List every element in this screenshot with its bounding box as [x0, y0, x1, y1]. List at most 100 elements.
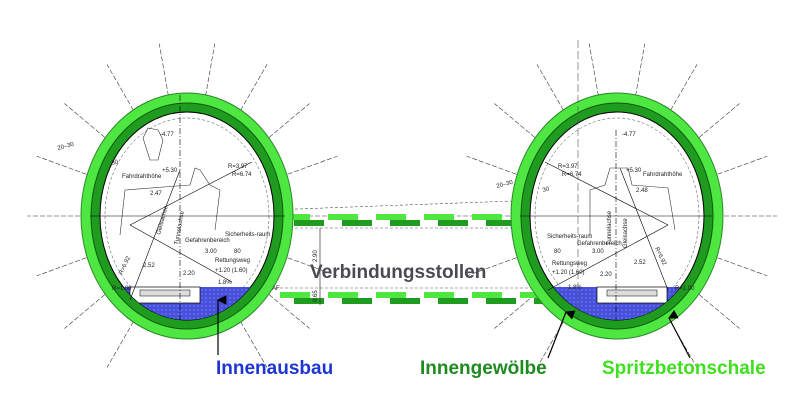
- anchor-line: [236, 64, 268, 117]
- tunnelachse-label: Tunnelachse: [174, 210, 186, 245]
- radius-100-right: R=1.00: [675, 286, 695, 292]
- gallery-lining-segment: [294, 220, 324, 226]
- gallery-lining-segment: [328, 292, 358, 298]
- anchor-line: [634, 43, 646, 103]
- anchor-line: [204, 43, 216, 103]
- dim-220-right: 2.20: [600, 272, 612, 278]
- gallery-lining-segment: [328, 214, 358, 220]
- anchor-line: [693, 289, 740, 329]
- anchor-line: [280, 255, 338, 277]
- gallery-lining-segment: [376, 214, 406, 220]
- sicherheitsraum-label-right: Sicherheits-raum: [547, 234, 592, 240]
- thickness-inner: 30: [111, 159, 120, 167]
- anchor-line: [263, 103, 310, 143]
- dim-80: 80: [234, 249, 241, 255]
- gallery-lining-segment: [520, 292, 550, 298]
- radius-674-right: R=6.74: [562, 172, 582, 178]
- gallery-lining-segment: [390, 298, 420, 304]
- gefahrenbereich-label-right: Gefahrenbereich: [577, 241, 622, 247]
- anchor-lines: [27, 43, 777, 368]
- stollen-base-dim: 0.65: [313, 290, 319, 302]
- anchor-line: [236, 315, 268, 368]
- anchor-line: [588, 43, 600, 103]
- dim-247: 2.47: [150, 191, 162, 197]
- gallery-lining-segment: [424, 292, 454, 298]
- anchor-line: [158, 43, 170, 103]
- gleisachse-label-right: Gleisachse: [623, 218, 629, 248]
- gallery-lining-segment: [390, 220, 420, 226]
- gallery-lining-segment: [486, 220, 516, 226]
- gallery-lining-segment: [472, 292, 502, 298]
- dim-300: 3.00: [205, 249, 217, 255]
- radius-397-right: R=3.97: [558, 164, 578, 170]
- slope-label-right: 1.8%: [568, 285, 582, 291]
- anchor-line: [64, 289, 111, 329]
- anchor-line: [106, 315, 138, 368]
- left-tunnel: -4.77 +5.30 Fahrdrahthöhe 2.47 R=3.97 R=…: [57, 92, 294, 340]
- fahrdraht-label-right: Fahrdrahthöhe: [643, 172, 683, 178]
- gefahrenbereich-label: Gefahrenbereich: [185, 238, 230, 244]
- radius-100: R=1.00: [112, 286, 132, 292]
- tunnelachse-label-right: Tunnelachse: [607, 210, 613, 245]
- thickness-outer-right: 20–30: [496, 180, 514, 190]
- level-fd: +5.30: [162, 168, 178, 174]
- anchor-line: [494, 103, 541, 143]
- anchor-line: [466, 155, 524, 177]
- gallery-lining-segment: [438, 298, 468, 304]
- sicherheitsraum-label: Sicherheits-raum: [225, 232, 270, 238]
- right-tunnel: -4.77 +5.30 Fahrdrahthöhe 2.48 R=3.97 R=…: [496, 40, 724, 340]
- anchor-line: [36, 155, 94, 177]
- gallery-lining-segment: [342, 298, 372, 304]
- fahrdraht-label: Fahrdrahthöhe: [122, 174, 162, 180]
- anchor-line: [280, 155, 338, 177]
- level-fd-right: +5.30: [626, 168, 642, 174]
- leader-arrows: [216, 295, 691, 359]
- thickness-inner-right: 30: [542, 186, 551, 194]
- rettungsweg-label-right: Rettungsweg: [552, 261, 587, 267]
- dim-252: 2.52: [143, 263, 155, 269]
- gallery-lining-segment: [342, 220, 372, 226]
- anchor-line: [710, 255, 768, 277]
- anchor-line: [710, 155, 768, 177]
- gallery-lining-segment: [280, 292, 310, 298]
- af-label: AF: [272, 286, 280, 292]
- gallery-lining-segment: [424, 214, 454, 220]
- innengewoelbe-arrow: [547, 310, 576, 359]
- gallery-lining-segment: [486, 298, 516, 304]
- legend-spritzbetonschale: Spritzbetonschale: [602, 358, 766, 379]
- gallery-lining-segment: [438, 220, 468, 226]
- legend-innengewoelbe: Innengewölbe: [420, 358, 547, 379]
- dim-300-right: 3.00: [592, 249, 604, 255]
- level-top: -4.77: [160, 132, 174, 138]
- dim-248: 2.48: [636, 188, 648, 194]
- anchor-line: [263, 289, 310, 329]
- dim-252-right: 2.52: [634, 260, 646, 266]
- rettungsweg-label: Rettungsweg: [215, 258, 250, 264]
- dim-220: 2.20: [183, 271, 195, 277]
- rettungsweg-height: +1.20 (1.60): [215, 268, 248, 274]
- level-top-right: -4.77: [622, 132, 636, 138]
- gallery-lining-segment: [472, 214, 502, 220]
- verbindungsstollen-label: Verbindungsstollen: [310, 262, 487, 283]
- anchor-line: [666, 64, 698, 117]
- dim-80-right: 80: [554, 249, 561, 255]
- gallery-lining-segment: [294, 298, 324, 304]
- anchor-line: [536, 64, 568, 117]
- radius-397: R=3.97: [228, 164, 248, 170]
- anchor-line: [106, 64, 138, 117]
- anchor-line: [466, 255, 524, 277]
- legend-innenausbau: Innenausbau: [216, 358, 334, 379]
- radius-674: R=6.74: [232, 172, 252, 178]
- spritzbeton-arrow: [667, 309, 691, 359]
- anchor-line: [693, 103, 740, 143]
- anchor-line: [64, 103, 111, 143]
- rettungsweg-height-right: +1.20 (1.60): [552, 270, 585, 276]
- thickness-outer: 20–30: [57, 142, 75, 152]
- anchor-line: [536, 315, 568, 368]
- gallery-lining-segment: [376, 292, 406, 298]
- stollen-height-dim: 2.90: [313, 250, 319, 262]
- slope-label: 1.8%: [218, 280, 232, 286]
- gallery-lining-segment: [280, 214, 310, 220]
